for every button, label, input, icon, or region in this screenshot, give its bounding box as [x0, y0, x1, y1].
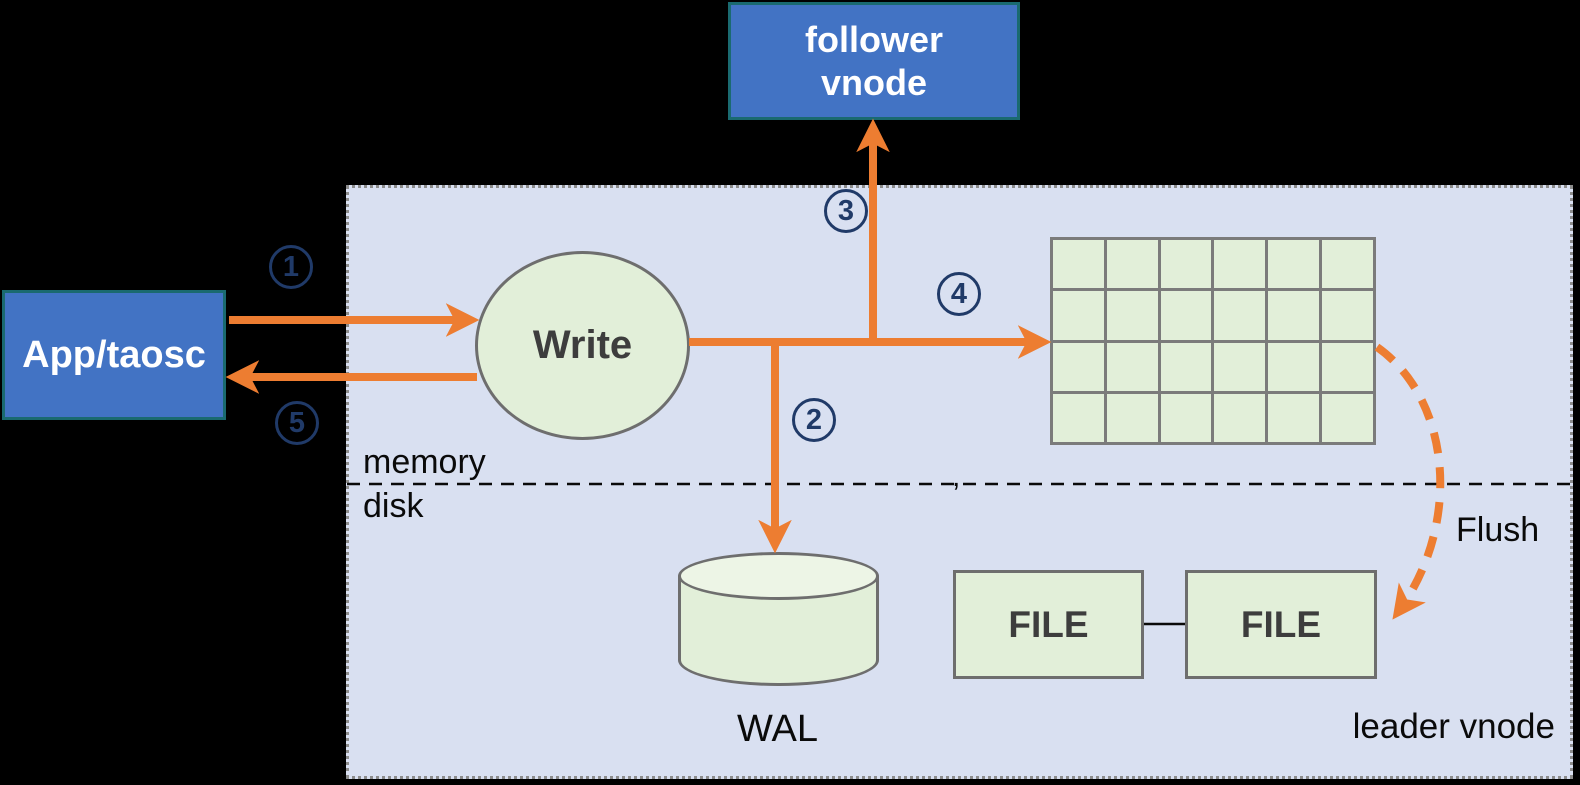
memory-label: memory — [363, 443, 486, 481]
memtable-cell — [1106, 240, 1158, 289]
memtable-cell — [1214, 240, 1266, 289]
follower-vnode-label-line2: vnode — [820, 62, 927, 103]
step-badge-1: 1 — [269, 245, 313, 289]
memtable-cell — [1106, 393, 1158, 442]
wal-label: WAL — [737, 708, 818, 750]
app-taosc-box: App/taosc — [2, 290, 226, 420]
file-2-label: FILE — [1240, 603, 1322, 645]
memtable-cell — [1160, 291, 1212, 340]
memtable-cell — [1106, 342, 1158, 391]
step-badge-5: 5 — [275, 401, 319, 445]
memtable — [1050, 237, 1376, 445]
memtable-cell — [1268, 393, 1320, 442]
memtable-cell — [1160, 393, 1212, 442]
memtable-cell — [1053, 291, 1104, 340]
memtable-cell — [1268, 291, 1320, 340]
leader-vnode-label: leader vnode — [1352, 707, 1555, 746]
app-taosc-label: App/taosc — [22, 333, 206, 376]
memtable-cell — [1322, 291, 1373, 340]
file-box-2: FILE — [1185, 570, 1377, 679]
write-label: Write — [532, 323, 633, 367]
memtable-cell — [1053, 342, 1104, 391]
memtable-cell — [1106, 291, 1158, 340]
memtable-cell — [1268, 240, 1320, 289]
memtable-cell — [1053, 240, 1104, 289]
memtable-cell — [1214, 342, 1266, 391]
memtable-cell — [1160, 240, 1212, 289]
file-1-label: FILE — [1008, 603, 1089, 645]
flush-label: Flush — [1456, 511, 1540, 549]
wal-cylinder-top — [678, 552, 879, 600]
file-box-1: FILE — [953, 570, 1144, 679]
stray-comma-mark: , — [952, 460, 961, 493]
step-badge-2: 2 — [792, 398, 836, 442]
follower-vnode-box: follower vnode — [728, 2, 1020, 120]
memtable-cell — [1322, 342, 1373, 391]
memtable-cell — [1268, 342, 1320, 391]
memtable-cell — [1322, 393, 1373, 442]
write-node: Write — [475, 251, 690, 440]
follower-vnode-label-line1: follower — [804, 18, 943, 60]
memtable-cell — [1214, 291, 1266, 340]
step-badge-3: 3 — [824, 189, 868, 233]
step-badge-4: 4 — [937, 272, 981, 316]
memtable-cell — [1053, 393, 1104, 442]
memtable-cell — [1214, 393, 1266, 442]
memtable-cell — [1322, 240, 1373, 289]
disk-label: disk — [363, 487, 424, 525]
memtable-cell — [1160, 342, 1212, 391]
